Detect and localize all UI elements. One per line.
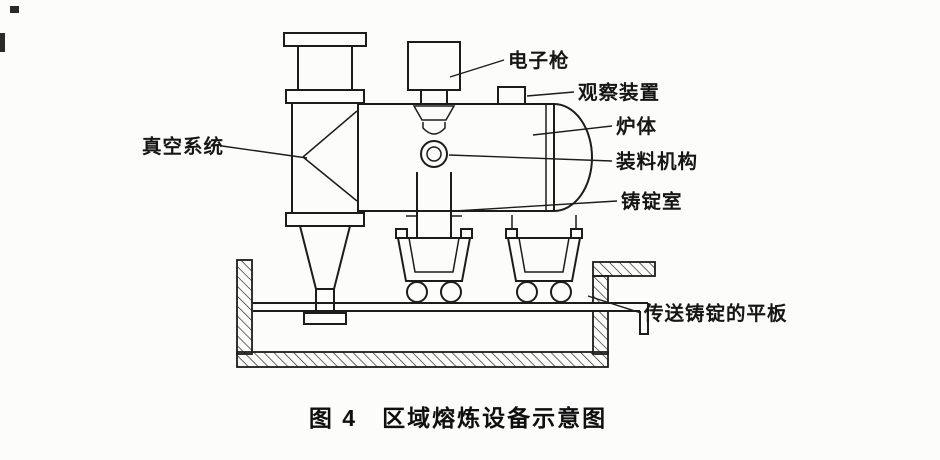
electron-gun-neck <box>420 89 448 105</box>
label-charging-mechanism: 装料机构 <box>615 150 698 173</box>
charging-ring-outer <box>420 140 448 168</box>
cart1-wheel-right <box>440 281 462 303</box>
leader-ingot-chamber <box>454 200 618 212</box>
observation-device-box <box>497 86 526 105</box>
leader-vacuum-system <box>221 145 308 159</box>
furnace-body <box>357 86 593 213</box>
ingot-chamber <box>406 172 462 238</box>
electron-gun <box>407 41 461 135</box>
label-ingot-chamber: 铸锭室 <box>621 190 683 213</box>
column-flange-lower <box>285 212 365 227</box>
column-cone <box>298 225 352 290</box>
cart2-body <box>507 237 581 282</box>
beam-cup <box>422 122 446 135</box>
figure-caption: 图 4 区域熔炼设备示意图 <box>309 405 607 431</box>
electron-gun-box <box>407 41 461 91</box>
leader-conveyor-plate <box>587 295 642 314</box>
cart1-tab-left <box>395 228 408 239</box>
plate-end-step <box>639 303 649 335</box>
label-conveyor-plate: 传送铸锭的平板 <box>643 302 788 325</box>
label-electron-gun: 电子枪 <box>508 49 570 72</box>
valve-line-upper <box>302 110 358 158</box>
conveyor-plate <box>253 302 649 335</box>
leader-observation-device <box>526 91 575 97</box>
tray-bottom <box>236 351 609 368</box>
furnace-dome <box>553 102 593 213</box>
cart1-wheel-left <box>406 281 428 303</box>
tray <box>236 259 656 368</box>
column-drain-flange <box>303 312 347 325</box>
charging-ring-inner <box>426 146 442 162</box>
tray-right-wall-lower <box>592 310 609 355</box>
ingot-cart-2 <box>505 215 583 303</box>
column-flange-upper <box>285 89 365 104</box>
cart2-wheel-right <box>550 281 572 303</box>
scan-speck <box>0 33 5 52</box>
leader-charging-mechanism <box>448 154 613 162</box>
cart2-wheel-left <box>516 281 538 303</box>
beam-cone <box>412 105 456 121</box>
cart1-body <box>397 237 471 282</box>
label-observation-device: 观察装置 <box>578 81 660 104</box>
cart1-tab-right <box>460 228 473 239</box>
leader-lines <box>221 59 642 314</box>
tray-right-flange <box>592 261 656 277</box>
cart1-inner <box>408 237 460 273</box>
ingot-cart-1 <box>395 228 473 303</box>
vacuum-system <box>283 32 367 325</box>
leader-electron-gun <box>449 59 505 78</box>
label-furnace-body: 炉体 <box>616 115 657 138</box>
cart2-tab-right <box>570 228 583 239</box>
charging-mechanism <box>420 140 448 168</box>
scan-speck <box>10 6 19 13</box>
labels: 真空系统 电子枪 观察装置 炉体 装料机构 铸锭室 传送铸锭的平板 <box>142 49 788 325</box>
tray-left-wall <box>236 259 253 355</box>
column-top-cap <box>283 32 367 47</box>
cart2-tab-left <box>505 228 518 239</box>
valve-line-lower <box>302 156 358 202</box>
column-drain-tube <box>315 288 335 314</box>
column-top-neck <box>297 45 353 91</box>
leader-furnace-body <box>532 125 613 136</box>
cart2-inner <box>518 237 570 273</box>
label-vacuum-system: 真空系统 <box>142 135 224 158</box>
